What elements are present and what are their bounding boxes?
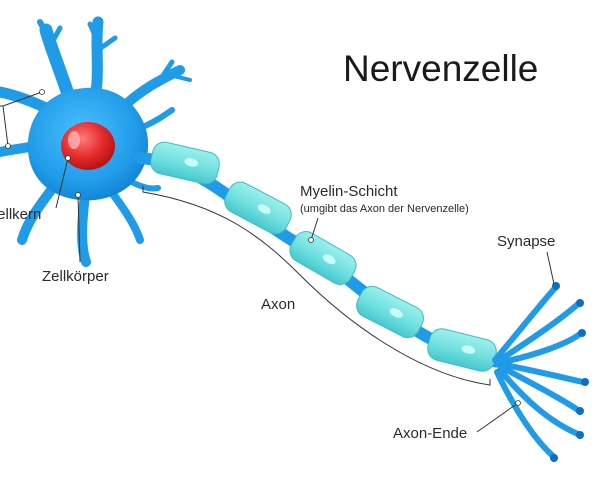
axon-terminals	[492, 285, 586, 459]
label-myelin-note: (umgibt das Axon der Nervenzelle)	[300, 203, 469, 215]
leader-dots	[5, 89, 521, 406]
myelin-segment	[356, 285, 424, 339]
label-axon-ende: Axon-Ende	[393, 425, 468, 442]
myelin-segment	[150, 141, 220, 185]
nucleus	[61, 122, 115, 170]
myelin-segment	[289, 231, 357, 285]
label-zellkern: Zellkern	[0, 206, 42, 223]
label-axon: Axon	[261, 296, 296, 313]
label-myelin: Myelin-Schicht	[300, 183, 398, 200]
axon-brace	[142, 186, 491, 386]
myelin-segment	[224, 181, 292, 235]
synaptic-knobs	[550, 282, 589, 462]
nucleus-highlight	[68, 131, 80, 149]
leader-lines	[0, 91, 555, 433]
page-title: Nervenzelle	[343, 48, 539, 89]
myelin-segments	[150, 141, 497, 372]
label-zellkoerper: Zellkörper	[42, 268, 109, 285]
myelin-segment	[427, 328, 497, 372]
label-synapse: Synapse	[497, 233, 556, 250]
